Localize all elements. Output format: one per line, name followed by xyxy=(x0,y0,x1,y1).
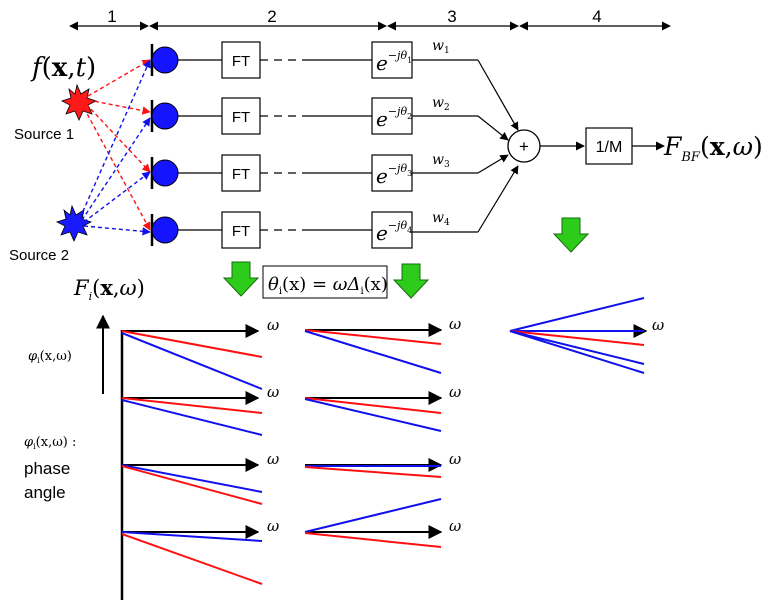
source-1-label: Source 1 xyxy=(14,126,74,143)
ft-block-2 xyxy=(221,97,261,135)
channel-1: FT e−jθ1 w1 xyxy=(150,38,519,131)
svg-text:ω: ω xyxy=(449,517,461,535)
spectra-column-c: ω xyxy=(509,297,664,374)
phase-shift-block-3 xyxy=(371,154,413,192)
svg-text:ω: ω xyxy=(267,450,279,468)
microphone-2-icon xyxy=(151,102,179,130)
phase-word: phase xyxy=(24,459,70,478)
phase-formula: θi(x) = ωΔi(x) xyxy=(268,274,388,297)
ft-label-1: FT xyxy=(232,53,250,70)
source-2-label: Source 2 xyxy=(9,247,69,264)
channel-2: FT e−jθ2 w2 xyxy=(150,95,509,141)
section-label-4: 4 xyxy=(592,7,601,26)
section-ruler: 1 2 3 4 xyxy=(69,7,671,31)
propagation-paths xyxy=(79,59,151,236)
source-1-star-icon xyxy=(60,83,98,121)
ft-label-3: FT xyxy=(232,166,250,183)
summation-symbol: + xyxy=(519,137,529,156)
output-label: FBF(x,ω) xyxy=(663,132,763,165)
ft-label-4: FT xyxy=(232,223,250,240)
phi-label-colon: φi(x,ω) : xyxy=(24,435,76,451)
spectrum-label: Fi(x,ω) xyxy=(73,275,145,303)
weight-4: w4 xyxy=(432,210,450,228)
svg-text:ω: ω xyxy=(449,450,461,468)
spectra-column-a: ω ω ω ω xyxy=(121,316,279,585)
svg-text:e−jθ2: e−jθ2 xyxy=(376,105,412,131)
phi-label: φi(x,ω) xyxy=(28,349,72,365)
normalize-block xyxy=(585,127,633,165)
down-arrow-icon-ft xyxy=(222,261,260,297)
svg-text:ω: ω xyxy=(267,517,279,535)
ft-block-3 xyxy=(221,154,261,192)
down-arrow-icon-output xyxy=(552,217,590,253)
svg-text:e−jθ4: e−jθ4 xyxy=(376,219,412,245)
microphone-1-icon xyxy=(151,46,179,74)
svg-text:ω: ω xyxy=(652,316,664,334)
svg-text:ω: ω xyxy=(267,383,279,401)
spectra-column-b: ω ω ω ω xyxy=(304,315,461,548)
microphone-4-icon xyxy=(151,216,179,244)
svg-text:ω: ω xyxy=(449,383,461,401)
phase-shift-block-4 xyxy=(371,211,413,249)
svg-text:ω: ω xyxy=(449,315,461,333)
phase-formula-box xyxy=(262,265,388,299)
angle-word: angle xyxy=(24,483,66,502)
signal-label: f(x,t) xyxy=(30,53,96,83)
svg-text:e−jθ3: e−jθ3 xyxy=(376,162,412,188)
normalize-label: 1/M xyxy=(596,139,623,156)
svg-text:ω: ω xyxy=(267,316,279,334)
section-label-3: 3 xyxy=(447,7,456,26)
down-arrow-icon-phase xyxy=(392,263,430,299)
weight-2: w2 xyxy=(432,95,450,113)
weight-3: w3 xyxy=(432,152,450,170)
weight-1: w1 xyxy=(432,38,450,56)
section-label-2: 2 xyxy=(267,7,276,26)
section-label-1: 1 xyxy=(107,7,116,26)
ft-label-2: FT xyxy=(232,109,250,126)
svg-text:e−jθ1: e−jθ1 xyxy=(376,49,412,75)
source-2-star-icon xyxy=(55,204,93,242)
channel-3: FT e−jθ3 w3 xyxy=(150,152,509,192)
microphone-3-icon xyxy=(151,159,179,187)
channel-4: FT e−jθ4 w4 xyxy=(150,165,519,249)
